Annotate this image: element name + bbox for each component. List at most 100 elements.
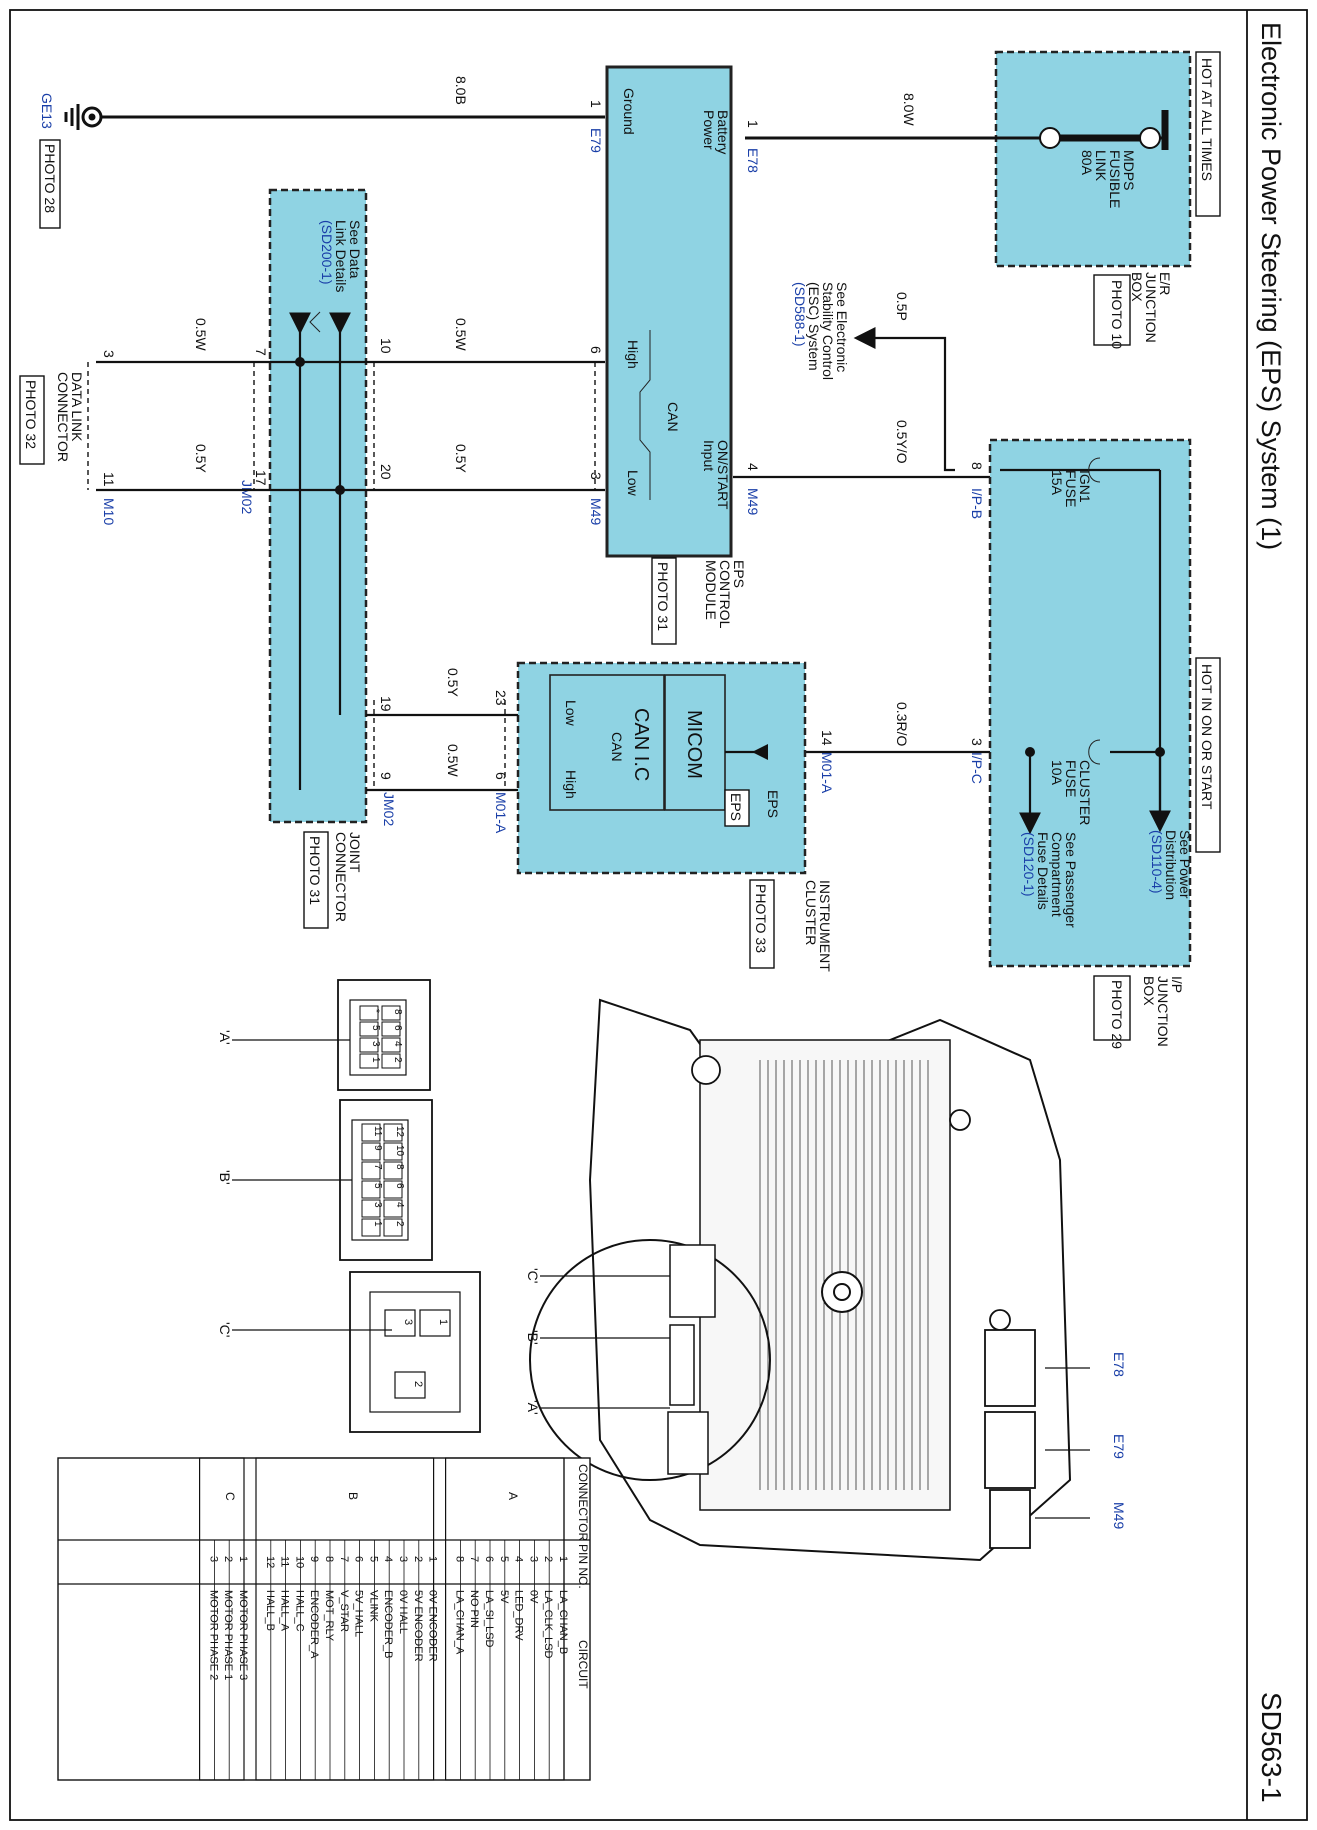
svg-text:CAN: CAN — [609, 732, 625, 762]
svg-text:'C': 'C' — [525, 1268, 541, 1283]
svg-text:3: 3 — [969, 738, 985, 746]
svg-text:7: 7 — [253, 348, 269, 356]
svg-text:EPS: EPS — [728, 793, 744, 821]
instrument-cluster — [516, 661, 807, 875]
pin-number-a: * — [370, 1009, 381, 1013]
esc-ref-link[interactable]: (SD588-1) — [792, 282, 808, 347]
data-link-ref-link[interactable]: (SD200-1) — [319, 220, 335, 285]
cluster-photo-tag — [749, 879, 775, 969]
table-circuit-name: ENCODER_A — [308, 1590, 320, 1659]
eps-warning-led — [752, 744, 768, 760]
svg-text:EPS: EPS — [765, 790, 781, 818]
svg-text:PHOTO 10: PHOTO 10 — [1109, 280, 1125, 349]
pin-number-b: 8 — [394, 1164, 405, 1170]
svg-text:(ESC) System: (ESC) System — [806, 282, 822, 371]
conn-m01a-top: M01-A — [819, 752, 835, 794]
svg-text:LINK: LINK — [1093, 150, 1109, 182]
pin-number-b: 7 — [372, 1164, 383, 1170]
table-circuit-name: LED_DRV — [513, 1590, 525, 1641]
pin-number-b: 12 — [394, 1126, 405, 1138]
ip-box-name: I/P — [1169, 976, 1185, 993]
pin-number-b: 3 — [372, 1202, 383, 1208]
pin-number-a: 3 — [370, 1041, 381, 1047]
table-circuit-name: NO PIN — [468, 1590, 480, 1628]
svg-text:17: 17 — [253, 470, 269, 486]
pin-cell — [381, 1021, 401, 1037]
svg-text:11: 11 — [101, 472, 117, 487]
dlc-name: DATA LINK — [69, 372, 85, 442]
table-circuit-name: 5V ENCODER — [412, 1590, 424, 1662]
pin-number-b: 9 — [372, 1145, 383, 1151]
table-pin-number: 8 — [453, 1556, 465, 1562]
table-pin-number: 6 — [483, 1556, 495, 1562]
dlc-photo-tag — [19, 375, 45, 465]
svg-text:CONTROL: CONTROL — [717, 560, 733, 629]
cluster-fuse-symbol — [1088, 739, 1101, 765]
pin-cell — [361, 1142, 381, 1161]
table-circuit-name: LA_CLK_LSD — [542, 1590, 554, 1659]
svg-text:High: High — [563, 770, 579, 799]
pin-cell — [383, 1123, 403, 1142]
pass-fuse-ref-link[interactable]: (SD120-1) — [1021, 832, 1037, 897]
pin-number-c: 3 — [402, 1319, 414, 1325]
table-circuit-name: MOT_RLY — [323, 1590, 335, 1642]
pin-number-b: 5 — [372, 1183, 383, 1189]
table-pin-number: 6 — [353, 1556, 365, 1562]
svg-text:See Power: See Power — [1177, 830, 1193, 899]
pin-cell — [394, 1371, 426, 1399]
svg-text:0.5Y: 0.5Y — [445, 668, 461, 697]
svg-text:JUNCTION: JUNCTION — [1155, 976, 1171, 1047]
table-circuit-name: LA_CHAN_A — [453, 1590, 465, 1655]
pin-cell — [383, 1218, 403, 1237]
svg-text:20: 20 — [378, 464, 394, 480]
svg-text:0.5Y: 0.5Y — [453, 444, 469, 473]
pin-number-b: 6 — [394, 1183, 405, 1189]
svg-text:'B': 'B' — [217, 1170, 233, 1185]
table-circuit-name: 5V_HALL — [353, 1590, 365, 1637]
svg-text:See Electronic: See Electronic — [834, 282, 850, 372]
svg-text:CONNECTOR: CONNECTOR — [333, 832, 349, 922]
table-group — [199, 1457, 245, 1781]
svg-text:3: 3 — [588, 472, 604, 480]
svg-text:HOT IN ON OR START: HOT IN ON OR START — [1199, 664, 1215, 810]
table-circuit-name: LA_SI_LSD — [483, 1590, 495, 1648]
svg-text:Ground: Ground — [621, 88, 637, 135]
svg-text:PHOTO 32: PHOTO 32 — [23, 380, 39, 449]
can-ic-block — [549, 674, 665, 811]
er-junction-box — [994, 50, 1192, 268]
pin-number-a: 2 — [392, 1057, 403, 1063]
svg-text:0.5P: 0.5P — [894, 292, 910, 321]
svg-text:6: 6 — [588, 346, 604, 354]
table-connector-name: C — [223, 1492, 237, 1501]
pin-cell — [381, 1037, 401, 1053]
table-pin-number: 4 — [382, 1556, 394, 1562]
joint-name: JOINT — [347, 832, 363, 873]
table-circuit-name: HALL_A — [279, 1590, 291, 1632]
eps-photo-tag — [651, 557, 677, 645]
table-circuit-name: V_STAR — [338, 1590, 350, 1632]
conn-ipb: I/P-B — [969, 488, 985, 519]
svg-text:Link Details: Link Details — [333, 220, 349, 292]
conn-m10: M10 — [101, 498, 117, 525]
table-pin-number: 11 — [279, 1556, 291, 1567]
pin-cell — [361, 1218, 381, 1237]
table-pin-number: 3 — [527, 1556, 539, 1562]
table-pin-number: 10 — [293, 1556, 305, 1568]
svg-text:CAN I.C: CAN I.C — [630, 708, 652, 781]
pin-number-b: 10 — [394, 1145, 405, 1157]
pin-cell — [361, 1123, 381, 1142]
power-ref-link[interactable]: (SD110-4) — [1149, 830, 1165, 894]
pin-number-b: 1 — [372, 1221, 383, 1227]
svg-text:Low: Low — [563, 700, 579, 727]
svg-text:'A': 'A' — [525, 1400, 541, 1415]
table-pin-number: 1 — [237, 1556, 249, 1562]
svg-text:0.5W: 0.5W — [193, 318, 209, 351]
table-pin-number: 1 — [427, 1556, 439, 1562]
table-circuit-name: VLINK — [367, 1590, 379, 1622]
pin-number-b: 11 — [372, 1126, 383, 1137]
svg-text:See Data: See Data — [347, 220, 363, 279]
svg-text:CLUSTER: CLUSTER — [803, 880, 819, 945]
page-border — [9, 9, 1308, 1821]
